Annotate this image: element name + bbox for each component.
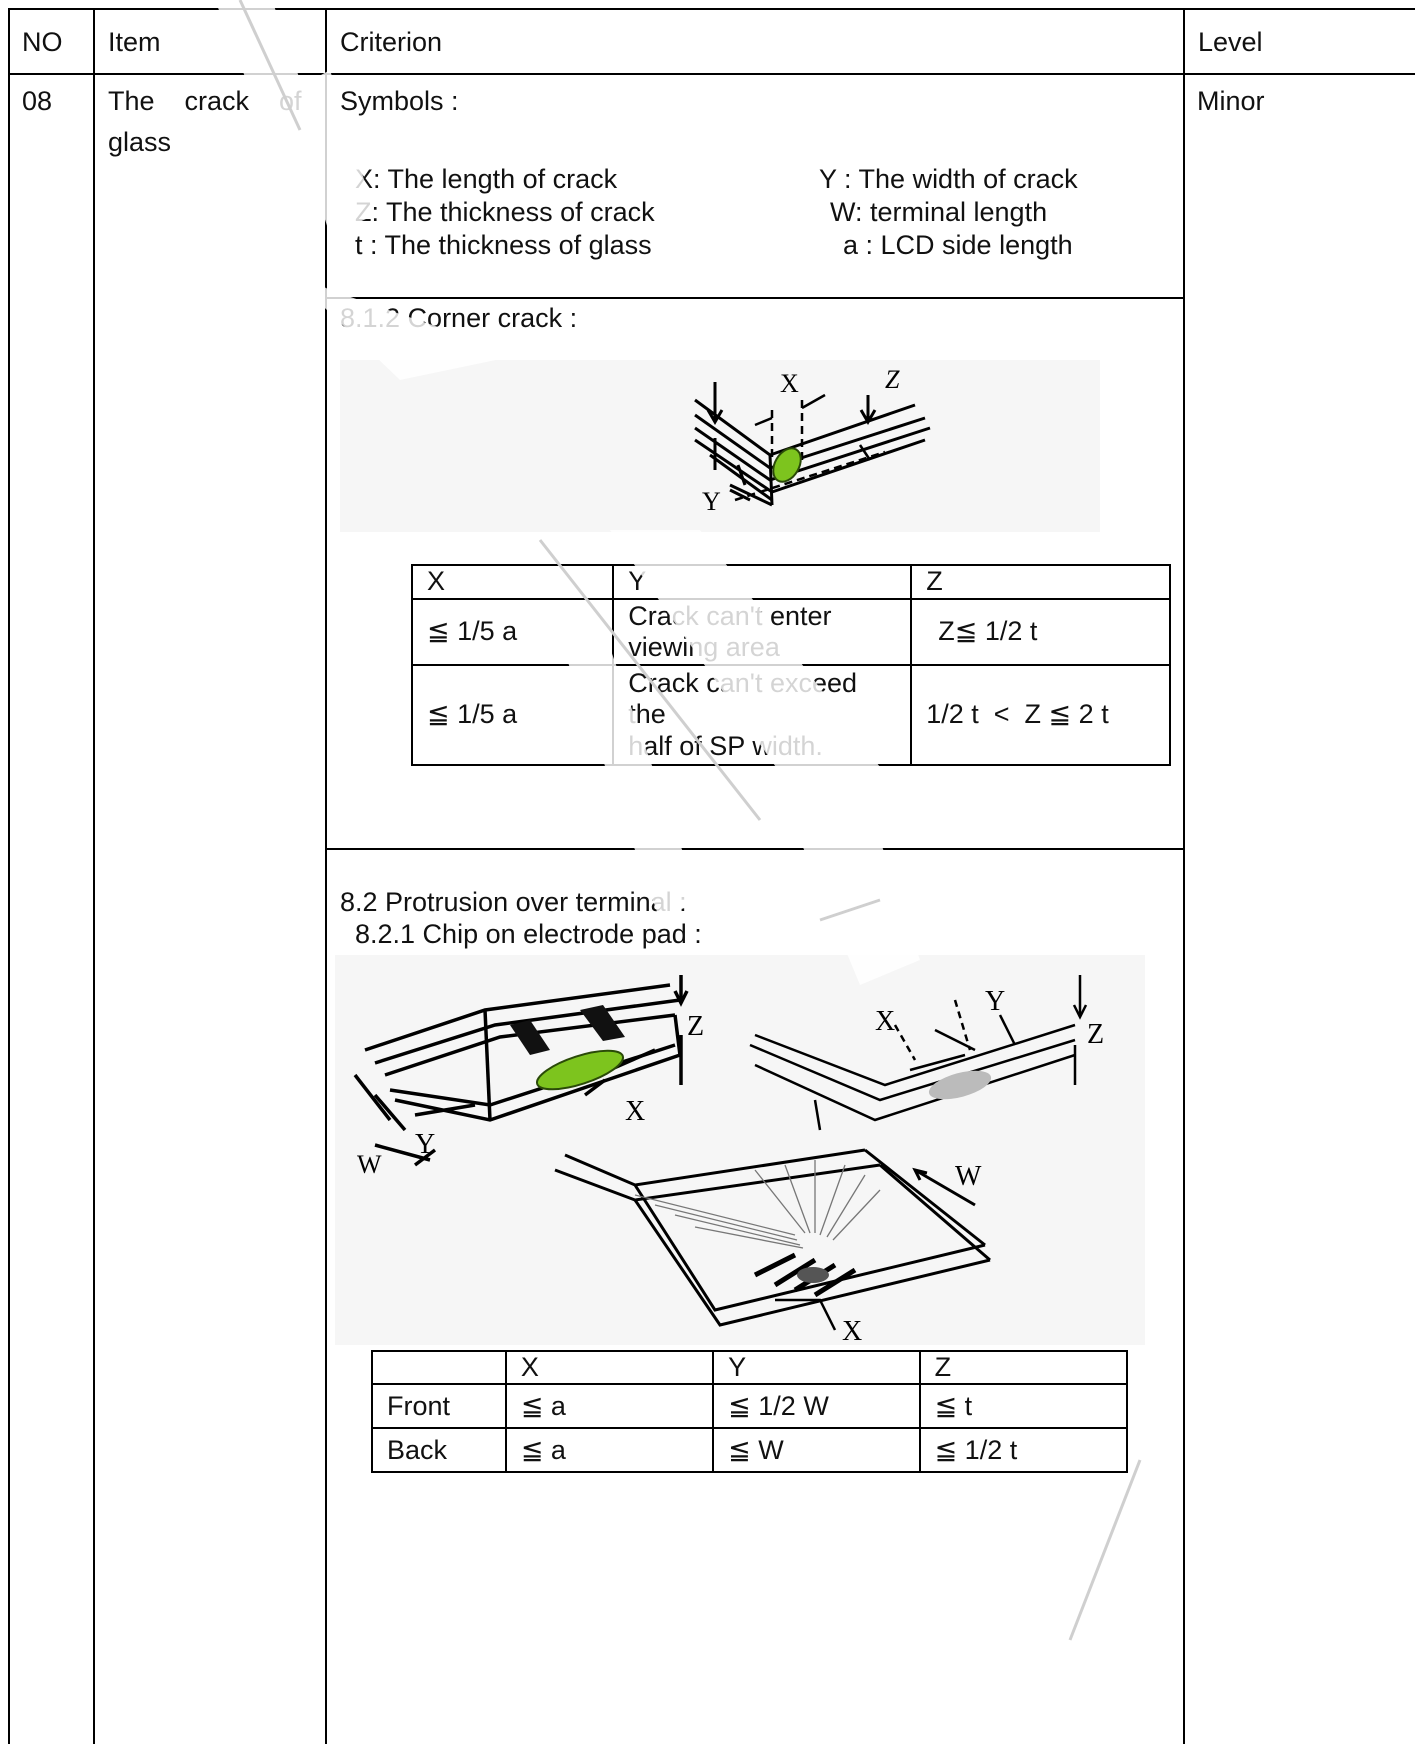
electrode-fig-label-y2: Y bbox=[985, 986, 1005, 1017]
corner-fig-label-x: X bbox=[780, 369, 799, 398]
col-divider-criterion bbox=[1183, 8, 1185, 1744]
protrusion-th-y: Y bbox=[712, 1349, 921, 1386]
corner-cell-r2-x: ≦ 1/5 a bbox=[410, 664, 615, 766]
electrode-pad-figure: X Z Y W X Y Z W X bbox=[335, 955, 1145, 1345]
protrusion-back-y: ≦ W bbox=[712, 1427, 921, 1474]
corner-cell-r2-y: Crack can't exceed the half of SP width. bbox=[612, 664, 913, 766]
electrode-fig-label-x3: X bbox=[842, 1316, 862, 1345]
symbol-x: X: The length of crack bbox=[355, 164, 618, 194]
protrusion-subtitle: 8.2.1 Chip on electrode pad : bbox=[355, 919, 702, 949]
symbol-a: a : LCD side length bbox=[843, 230, 1073, 260]
protrusion-front-y: ≦ 1/2 W bbox=[712, 1383, 921, 1430]
electrode-fig-label-z2: Z bbox=[1087, 1019, 1104, 1050]
protrusion-th-blank bbox=[371, 1349, 507, 1386]
electrode-fig-label-z1: Z bbox=[687, 1011, 704, 1042]
electrode-fig-label-y1: Y bbox=[415, 1129, 435, 1160]
header-no: NO bbox=[22, 27, 63, 57]
protrusion-back-x: ≦ a bbox=[504, 1427, 715, 1474]
electrode-fig-label-w3: W bbox=[955, 1161, 982, 1192]
row-item-line2: glass bbox=[108, 127, 172, 157]
corner-crack-title: 8.1.2 Corner crack : bbox=[340, 303, 578, 333]
electrode-fig-label-w1: W bbox=[357, 1150, 382, 1179]
symbol-z: Z: The thickness of crack bbox=[355, 197, 655, 227]
row-no: 08 bbox=[22, 86, 53, 116]
outer-left-border bbox=[8, 8, 10, 1744]
protrusion-back-label: Back bbox=[371, 1427, 507, 1474]
col-divider-no bbox=[93, 8, 95, 1744]
electrode-chip-ic bbox=[797, 1267, 829, 1283]
col-divider-item bbox=[325, 8, 327, 1744]
corner-th-y: Y bbox=[612, 564, 913, 600]
corner-cell-r1-z: Z≦ 1/2 t bbox=[910, 598, 1171, 666]
outer-top-border bbox=[8, 8, 1415, 10]
protrusion-th-z: Z bbox=[918, 1349, 1129, 1386]
corner-fig-label-y: Y bbox=[702, 487, 721, 516]
protrusion-back-z: ≦ 1/2 t bbox=[918, 1427, 1129, 1474]
protrusion-th-x: X bbox=[504, 1349, 715, 1386]
protrusion-table: X Y Z Front ≦ a ≦ 1/2 W ≦ t Back ≦ a ≦ W… bbox=[371, 1349, 1129, 1474]
protrusion-title: 8.2 Protrusion over terminal : bbox=[340, 887, 687, 917]
criterion-divider-1 bbox=[325, 297, 1185, 299]
electrode-fig-label-x1: X bbox=[625, 1096, 645, 1127]
electrode-fig-label-x2: X bbox=[875, 1006, 895, 1037]
protrusion-front-label: Front bbox=[371, 1383, 507, 1430]
corner-th-x: X bbox=[410, 564, 615, 600]
row-item-line1: The crack of bbox=[108, 86, 302, 116]
criterion-divider-2 bbox=[325, 848, 1185, 850]
header-criterion: Criterion bbox=[340, 27, 443, 57]
corner-crack-figure: X Z Y bbox=[340, 360, 1100, 532]
corner-fig-label-z: Z bbox=[885, 365, 900, 394]
header-bottom-border bbox=[8, 73, 1415, 75]
row-level: Minor bbox=[1197, 86, 1265, 116]
symbol-y: Y : The width of crack bbox=[819, 164, 1078, 194]
symbol-w: W: terminal length bbox=[830, 197, 1048, 227]
protrusion-front-z: ≦ t bbox=[918, 1383, 1129, 1430]
corner-crack-table: X Y Z ≦ 1/5 a Crack can't enter viewing … bbox=[410, 564, 1171, 766]
protrusion-front-x: ≦ a bbox=[504, 1383, 715, 1430]
corner-th-z: Z bbox=[910, 564, 1171, 600]
header-item: Item bbox=[108, 27, 161, 57]
header-level: Level bbox=[1198, 27, 1263, 57]
electrode-chip-grey bbox=[928, 1070, 992, 1100]
symbols-title: Symbols : bbox=[340, 86, 459, 116]
symbol-t: t : The thickness of glass bbox=[355, 230, 652, 260]
corner-cell-r1-y: Crack can't enter viewing area bbox=[612, 598, 913, 666]
corner-cell-r1-x: ≦ 1/5 a bbox=[410, 598, 615, 666]
electrode-chip-green bbox=[535, 1049, 625, 1091]
corner-cell-r2-z: 1/2 t < Z ≦ 2 t bbox=[910, 664, 1171, 766]
corner-crack-chip bbox=[772, 447, 802, 483]
